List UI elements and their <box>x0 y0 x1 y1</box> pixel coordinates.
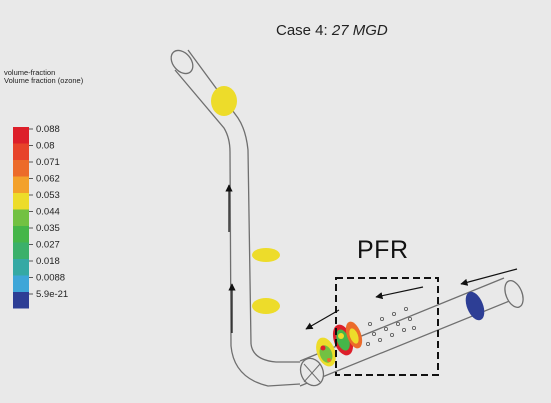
flow-rate: 27 MGD <box>331 22 388 39</box>
legend-label: 0.08 <box>36 141 55 152</box>
legend-label: 0.027 <box>36 240 60 251</box>
legend-swatch <box>13 160 29 177</box>
arrow-left-pfr <box>375 286 424 300</box>
legend-swatch <box>13 143 29 160</box>
legend-swatch <box>13 242 29 259</box>
legend-label: 0.053 <box>36 190 60 201</box>
legend-label: 0.044 <box>36 207 60 218</box>
riser-pipe <box>170 49 252 347</box>
legend-swatch <box>13 127 29 144</box>
inlet-slice <box>465 291 485 321</box>
legend-label: 5.9e-21 <box>36 289 68 300</box>
pfr-label: PFR <box>357 236 409 264</box>
injection-slices <box>316 321 363 367</box>
legend-colorbar: 0.088 0.08 0.071 0.062 0.053 0.044 0.035 0.027 0… <box>13 124 68 309</box>
legend-label: 0.035 <box>36 223 60 234</box>
legend-label: 0.018 <box>36 256 60 267</box>
legend-swatch <box>13 292 29 309</box>
pfr-box <box>335 277 439 376</box>
arrow-left-elbow <box>305 309 340 330</box>
legend-label: 0.062 <box>36 174 60 185</box>
legend-swatch <box>13 226 29 243</box>
lower-elbow <box>230 277 524 387</box>
legend-header-2: Volume fraction (ozone) <box>4 76 84 85</box>
legend-header-1: volume-fraction <box>4 68 56 77</box>
legend-label: 0.071 <box>36 157 60 168</box>
case-label: Case 4: <box>276 22 332 39</box>
arrow-left-inlet <box>460 268 518 286</box>
ozone-slice-mid <box>252 248 280 262</box>
legend-label: 0.0088 <box>36 273 65 284</box>
legend-swatch <box>13 193 29 210</box>
legend-swatch <box>13 209 29 226</box>
legend-swatch <box>13 176 29 193</box>
diffuser-holes <box>365 306 416 346</box>
legend-swatch <box>13 275 29 292</box>
ozone-slice-top <box>211 86 237 116</box>
legend-label: 0.088 <box>36 124 60 135</box>
legend-swatch <box>13 259 29 276</box>
ozone-slice-low <box>252 298 280 314</box>
flow-arrows <box>225 184 518 333</box>
case-title: Case 4: 27 MGD <box>276 22 388 39</box>
